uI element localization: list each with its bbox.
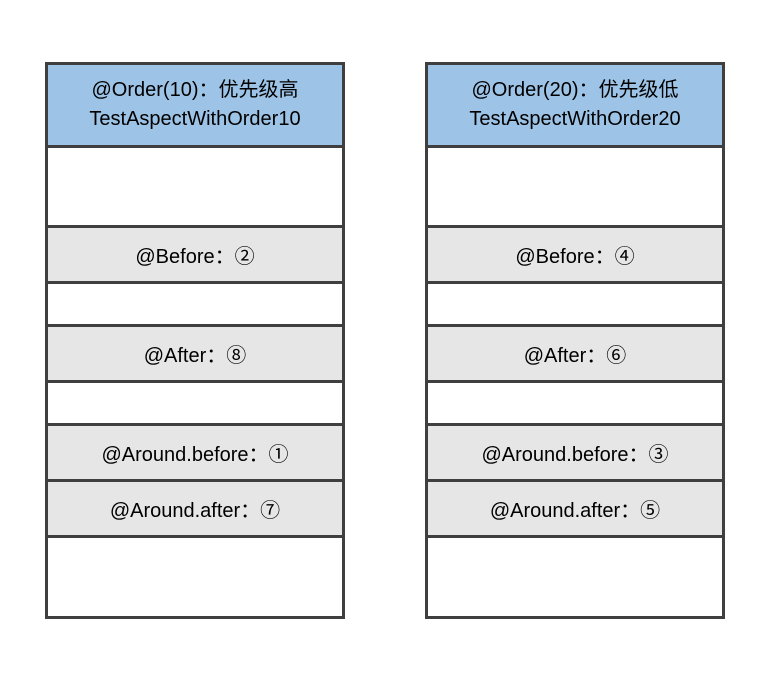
- spacer-row: [428, 284, 722, 327]
- spacer-row: [48, 148, 342, 228]
- advice-row: @Around.before：③: [428, 426, 722, 482]
- aspect-column-order10: @Order(10)：优先级高 TestAspectWithOrder10 @B…: [45, 62, 345, 619]
- spacer-row: [428, 538, 722, 616]
- aspect-rows-order20: @Before：④ @After：⑥ @Around.before：③@Around…: [428, 148, 722, 616]
- advice-row: @Around.after：⑤: [428, 482, 722, 538]
- aspect-header-order20: @Order(20)：优先级低 TestAspectWithOrder20: [428, 65, 722, 148]
- aspect-header-order20-line2: TestAspectWithOrder20: [469, 108, 681, 130]
- aspect-column-order20: @Order(20)：优先级低 TestAspectWithOrder20 @B…: [425, 62, 725, 619]
- spacer-row: [428, 383, 722, 426]
- advice-row: @Around.after：⑦: [48, 482, 342, 538]
- aspect-header-order10: @Order(10)：优先级高 TestAspectWithOrder10: [48, 65, 342, 148]
- advice-row: @Before：④: [428, 228, 722, 284]
- spacer-row: [48, 284, 342, 327]
- advice-row: @After：⑥: [428, 327, 722, 383]
- advice-row: @Before：②: [48, 228, 342, 284]
- spacer-row: [48, 383, 342, 426]
- aspect-header-order20-line1: @Order(20)：优先级低: [471, 79, 679, 101]
- aspect-header-order10-line2: TestAspectWithOrder10: [89, 108, 301, 130]
- aspect-header-order10-line1: @Order(10)：优先级高: [91, 79, 299, 101]
- aspect-rows-order10: @Before：② @After：⑧ @Around.before：①@Around…: [48, 148, 342, 616]
- advice-row: @After：⑧: [48, 327, 342, 383]
- advice-row: @Around.before：①: [48, 426, 342, 482]
- spacer-row: [428, 148, 722, 228]
- spacer-row: [48, 538, 342, 616]
